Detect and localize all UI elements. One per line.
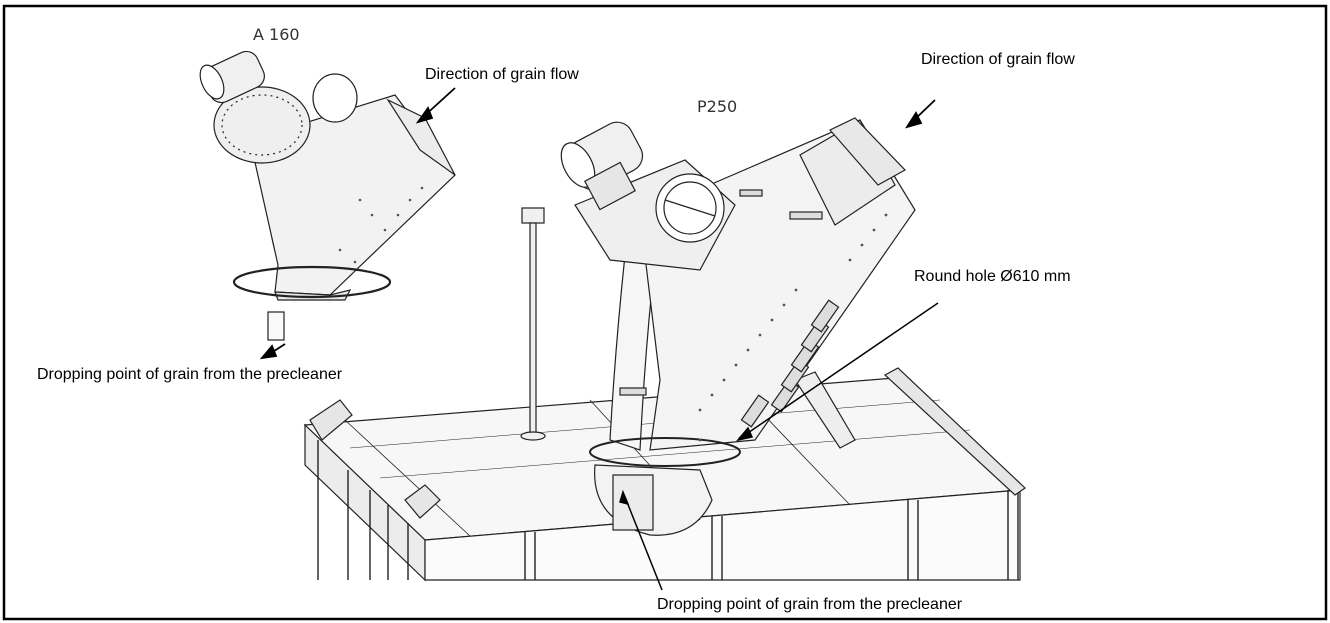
p250-drop-label: Dropping point of grain from the preclea…: [657, 596, 963, 613]
p250-model-label: P250: [697, 97, 738, 116]
p250-hole-label: Round hole Ø610 mm: [914, 268, 1071, 285]
level-pole: [520, 207, 546, 441]
p250-flow-arrow: [904, 99, 936, 129]
p250-hole-leader: [736, 302, 939, 442]
a160-model-label: A 160: [253, 25, 300, 44]
p250-flow-label: Direction of grain flow: [921, 51, 1075, 68]
a160-precleaner: [199, 50, 456, 341]
p250-precleaner: [560, 117, 916, 467]
a160-drop-arrow: [259, 343, 286, 360]
diagram-border: [2, 4, 1328, 621]
a160-flow-label: Direction of grain flow: [425, 66, 579, 83]
a160-flow-arrow: [415, 87, 456, 124]
a160-drop-label: Dropping point of grain from the preclea…: [37, 366, 343, 383]
p250-drop-leader: [619, 489, 663, 591]
drop-housing: [594, 464, 713, 536]
